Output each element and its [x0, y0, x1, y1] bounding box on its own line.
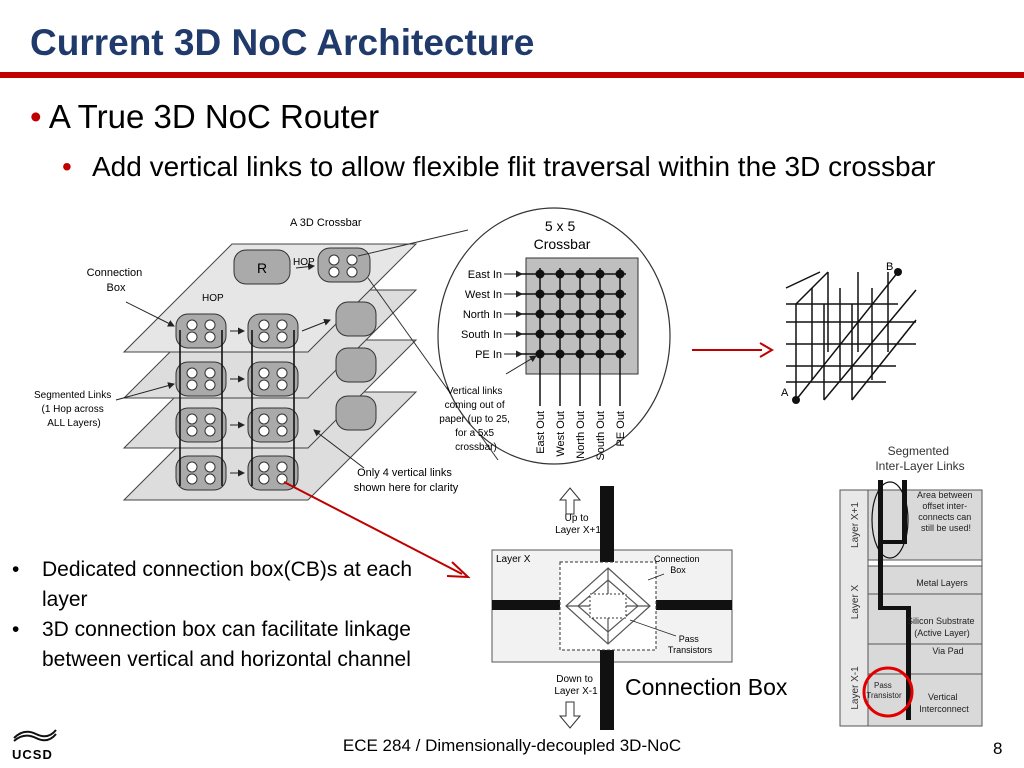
- point-b-marker: [894, 268, 902, 276]
- output-label: South Out: [595, 411, 607, 461]
- note-text: 3D connection box can facilitate linkage…: [42, 618, 411, 671]
- down-label: Down to Layer X-1: [554, 674, 598, 697]
- note-item: • 3D connection box can facilitate linka…: [10, 615, 430, 675]
- crossbar-title: 5 x 5 Crossbar: [534, 218, 591, 252]
- note-item: • Dedicated connection box(CB)s at each …: [10, 555, 430, 615]
- area-ellipse: [871, 481, 909, 559]
- segmented-figure-title: Segmented Inter-Layer Links: [875, 444, 964, 473]
- point-b-label: B: [886, 261, 893, 273]
- pass-transistors-label: Pass Transistors: [668, 634, 713, 655]
- vertical-annotation: Vertical Interconnect: [919, 692, 969, 714]
- crossbar-figure-title: A 3D Crossbar: [290, 217, 362, 229]
- vertical-links-bubble-label: Vertical links coming out of paper (up t…: [439, 386, 512, 453]
- output-label: West Out: [555, 411, 567, 457]
- notes-list: • Dedicated connection box(CB)s at each …: [10, 555, 430, 675]
- output-label: North Out: [575, 411, 587, 459]
- layer-label: Layer X-1: [850, 666, 861, 710]
- title-divider: [0, 72, 1024, 78]
- crossbar-figure: R A 3D: [34, 217, 499, 501]
- bullet-level-1: • A True 3D NoC Router: [30, 98, 379, 136]
- up-label: Up to Layer X+1: [555, 513, 601, 536]
- up-arrow-icon: [558, 487, 582, 515]
- red-arrow-to-cube: [692, 342, 774, 358]
- highlight-circle: [862, 666, 914, 718]
- bullet-dot: •: [30, 98, 42, 135]
- red-arrow-to-cb: [283, 481, 471, 579]
- input-label: East In: [468, 269, 502, 281]
- bullet-l1-text: A True 3D NoC Router: [48, 98, 380, 135]
- connection-box-figure: Up to Layer X+1 Down to Layer X-1 Layer …: [491, 486, 733, 730]
- bullet-l2-text: Add vertical links to allow flexible fli…: [92, 151, 936, 182]
- layer-label: Layer X+1: [850, 502, 861, 548]
- page-number: 8: [993, 739, 1003, 758]
- logo-text: UCSD: [12, 747, 53, 762]
- vertical-links-note: Only 4 vertical links shown here for cla…: [354, 467, 459, 494]
- router-box: [233, 249, 291, 285]
- router-label: R: [257, 260, 267, 276]
- slide-footer: ECE 284 / Dimensionally-decoupled 3D-NoC: [342, 736, 682, 755]
- connection-box-caption: Connection Box: [625, 674, 788, 700]
- slide-title: Current 3D NoC Architecture: [30, 22, 535, 63]
- silicon-annotation: Silicon Substrate (Active Layer): [907, 616, 977, 638]
- cube-lattice-figure: A B: [781, 261, 917, 404]
- output-label: PE Out: [615, 411, 627, 446]
- connection-box-label: Connection Box: [87, 267, 146, 294]
- ucsd-logo: UCSD: [12, 726, 58, 762]
- output-label: East Out: [535, 411, 547, 454]
- bullet-level-2: • Add vertical links to allow flexible fl…: [62, 150, 1002, 183]
- bullet-dot: •: [62, 151, 72, 182]
- segmented-links-label: Segmented Links (1 Hop across ALL Layers…: [34, 390, 114, 429]
- input-label: North In: [463, 309, 502, 321]
- crossbar-5x5-bubble: 5 x 5 Crossbar East In West In North In …: [437, 207, 671, 465]
- metal-annotation: Metal Layers: [916, 578, 968, 588]
- input-label: South In: [461, 329, 502, 341]
- cb-inner-label: Connection Box: [654, 554, 702, 575]
- note-text: Dedicated connection box(CB)s at each la…: [42, 558, 413, 611]
- pass-annotation: Pass Transistor: [866, 681, 902, 700]
- via-annotation: Via Pad: [932, 646, 963, 656]
- input-label: PE In: [475, 349, 502, 361]
- hop-label: HOP: [202, 293, 224, 304]
- bullet-dot: •: [12, 618, 20, 641]
- input-label: West In: [465, 289, 502, 301]
- logo-waves-icon: [13, 729, 57, 742]
- point-a-marker: [792, 396, 800, 404]
- point-a-label: A: [781, 387, 789, 399]
- area-annotation: Area between offset inter- connects can …: [917, 490, 975, 533]
- bullet-dot: •: [12, 558, 20, 581]
- down-arrow-icon: [558, 701, 582, 729]
- layer-label: Layer X: [850, 584, 861, 619]
- segmented-links-figure: Segmented Inter-Layer Links Layer X+1 La…: [839, 444, 983, 727]
- layer-x-label: Layer X: [496, 554, 531, 565]
- hop-label: HOP: [293, 257, 315, 268]
